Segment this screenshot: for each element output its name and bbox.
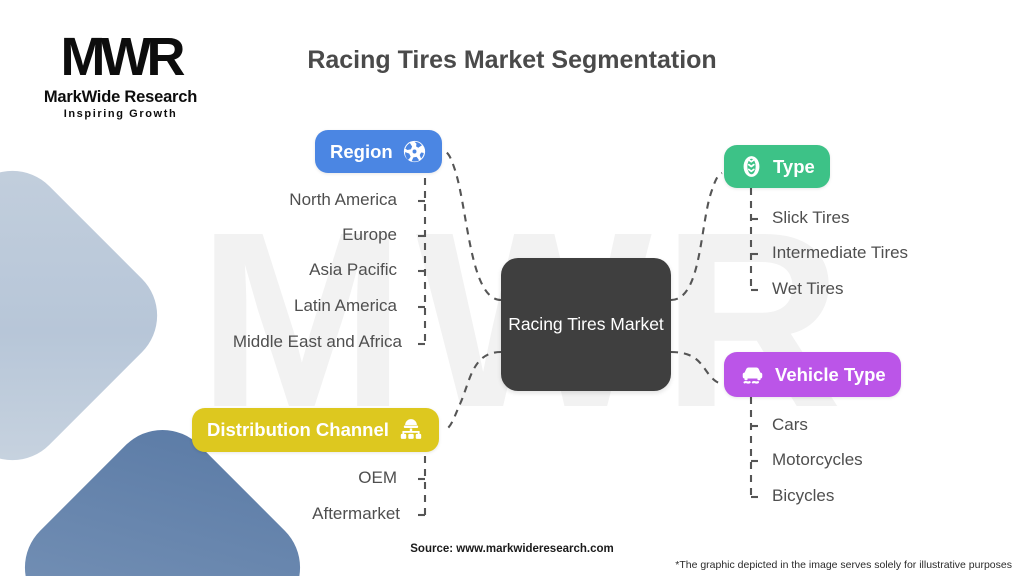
logo-tagline: Inspiring Growth xyxy=(63,108,178,120)
tire-icon xyxy=(739,154,764,179)
leaf-item-type-0[interactable]: Slick Tires xyxy=(772,208,850,227)
branch-label-distribution-channel: Distribution Channel xyxy=(207,419,389,440)
leaf-item-region-2[interactable]: Asia Pacific xyxy=(309,260,397,279)
disclaimer-label: *The graphic depicted in the image serve… xyxy=(675,559,1012,571)
car-icon xyxy=(739,361,766,388)
branch-label-vehicle-type: Vehicle Type xyxy=(775,363,886,385)
branch-badge-region[interactable]: Region xyxy=(315,130,442,173)
center-node[interactable]: Racing Tires Market xyxy=(501,258,671,391)
leaf-item-vehicle-type-2[interactable]: Bicycles xyxy=(772,486,835,505)
distribution-network-icon xyxy=(398,417,424,443)
leaf-item-type-1[interactable]: Intermediate Tires xyxy=(772,243,909,262)
leaf-item-region-3[interactable]: Latin America xyxy=(294,296,397,315)
leaf-item-type-2[interactable]: Wet Tires xyxy=(772,279,844,298)
leaf-item-region-4[interactable]: Middle East and Africa xyxy=(232,332,402,351)
leaf-item-region-0[interactable]: North America xyxy=(289,190,397,209)
leaf-item-vehicle-type-1[interactable]: Motorcycles xyxy=(772,450,863,469)
branch-badge-vehicle-type[interactable]: Vehicle Type xyxy=(724,352,901,397)
branch-badge-distribution-channel[interactable]: Distribution Channel xyxy=(192,408,439,452)
page-title: Racing Tires Market Segmentation xyxy=(307,46,717,74)
leaf-item-distribution-channel-1[interactable]: Aftermarket xyxy=(312,504,400,523)
logo-mark: MWR xyxy=(60,27,186,87)
branch-badge-type[interactable]: Type xyxy=(724,145,830,188)
center-node-label: Racing Tires Market xyxy=(508,313,664,334)
brand-logo: MWR MarkWide Research Inspiring Growth xyxy=(33,30,208,120)
branch-label-region: Region xyxy=(330,140,393,162)
leaf-item-distribution-channel-0[interactable]: OEM xyxy=(358,468,397,487)
source-label: Source: www.markwideresearch.com xyxy=(410,543,614,555)
branch-label-type: Type xyxy=(773,155,815,177)
globe-icon xyxy=(402,139,427,164)
logo-company-name: MarkWide Research xyxy=(43,88,198,106)
leaf-item-vehicle-type-0[interactable]: Cars xyxy=(772,415,808,434)
leaf-item-region-1[interactable]: Europe xyxy=(342,225,397,244)
